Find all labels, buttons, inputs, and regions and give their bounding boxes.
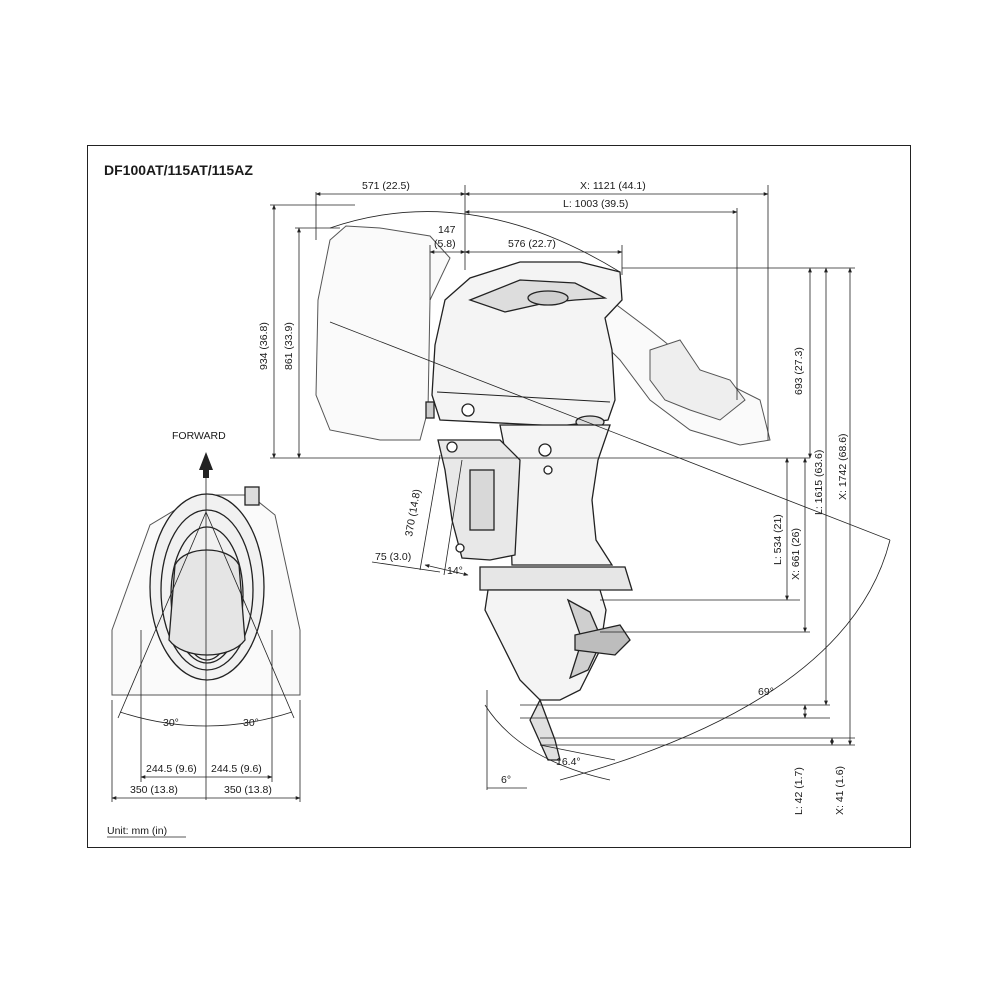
diagram-frame	[87, 145, 911, 848]
tilt-pivot	[446, 441, 458, 453]
dim-x661: X: 661 (26)	[790, 528, 802, 580]
forward-label: FORWARD	[172, 430, 226, 442]
width-dimension-lines	[111, 630, 301, 802]
skeg	[529, 698, 561, 761]
angle-69: 69°	[758, 686, 774, 698]
tilt-ghost-outline	[315, 225, 771, 446]
dim-l42: L: 42 (1.7)	[793, 767, 805, 815]
outboard-motor-side-view	[425, 261, 633, 761]
width-350-left: 350 (13.8)	[130, 784, 178, 796]
clamp-bracket-plate	[469, 469, 495, 531]
dim-75: 75 (3.0)	[375, 551, 411, 563]
diagram-title: DF100AT/115AT/115AZ	[104, 162, 253, 178]
midsection-bolt	[538, 443, 552, 457]
angle-16-4: 16.4°	[556, 756, 581, 768]
dim-861: 861 (33.9)	[283, 322, 295, 370]
angle-14: 14°	[447, 565, 463, 577]
dim-x41: X: 41 (1.6)	[834, 766, 846, 815]
propeller-hub	[574, 624, 631, 656]
width-350-right: 350 (13.8)	[224, 784, 272, 796]
dim-693: 693 (27.3)	[793, 347, 805, 395]
anti-ventilation-plate	[479, 566, 633, 591]
dim-l1003: L: 1003 (39.5)	[563, 198, 628, 210]
dim-l1615: L: 1615 (63.6)	[813, 450, 825, 515]
angle-6: 6°	[501, 774, 511, 786]
steer-angle-right: 30°	[243, 717, 259, 729]
cowling-logo-recess	[527, 290, 569, 306]
dim-l534: L: 534 (21)	[772, 514, 784, 565]
width-244-right: 244.5 (9.6)	[211, 763, 262, 775]
dim-576: 576 (22.7)	[508, 238, 556, 250]
width-244-left: 244.5 (9.6)	[146, 763, 197, 775]
clamp-screw	[455, 543, 465, 553]
cowling-latch	[461, 403, 475, 417]
dim-934: 934 (36.8)	[258, 322, 270, 370]
steering-angle-lines	[117, 511, 295, 727]
dim-571: 571 (22.5)	[362, 180, 410, 192]
dim-370: 370 (14.8)	[403, 488, 423, 537]
tilt-handle	[425, 401, 435, 419]
dim-147-in: (5.8)	[434, 238, 456, 250]
side-dimension-lines	[270, 185, 891, 790]
steer-angle-left: 30°	[163, 717, 179, 729]
unit-note: Unit: mm (in)	[107, 825, 167, 837]
dim-x1742: X: 1742 (68.6)	[837, 433, 849, 500]
forward-arrow-icon	[199, 452, 213, 478]
midsection-bolt-2	[543, 465, 553, 475]
dim-147: 147	[438, 224, 456, 236]
dim-x1121: X: 1121 (44.1)	[580, 180, 646, 192]
